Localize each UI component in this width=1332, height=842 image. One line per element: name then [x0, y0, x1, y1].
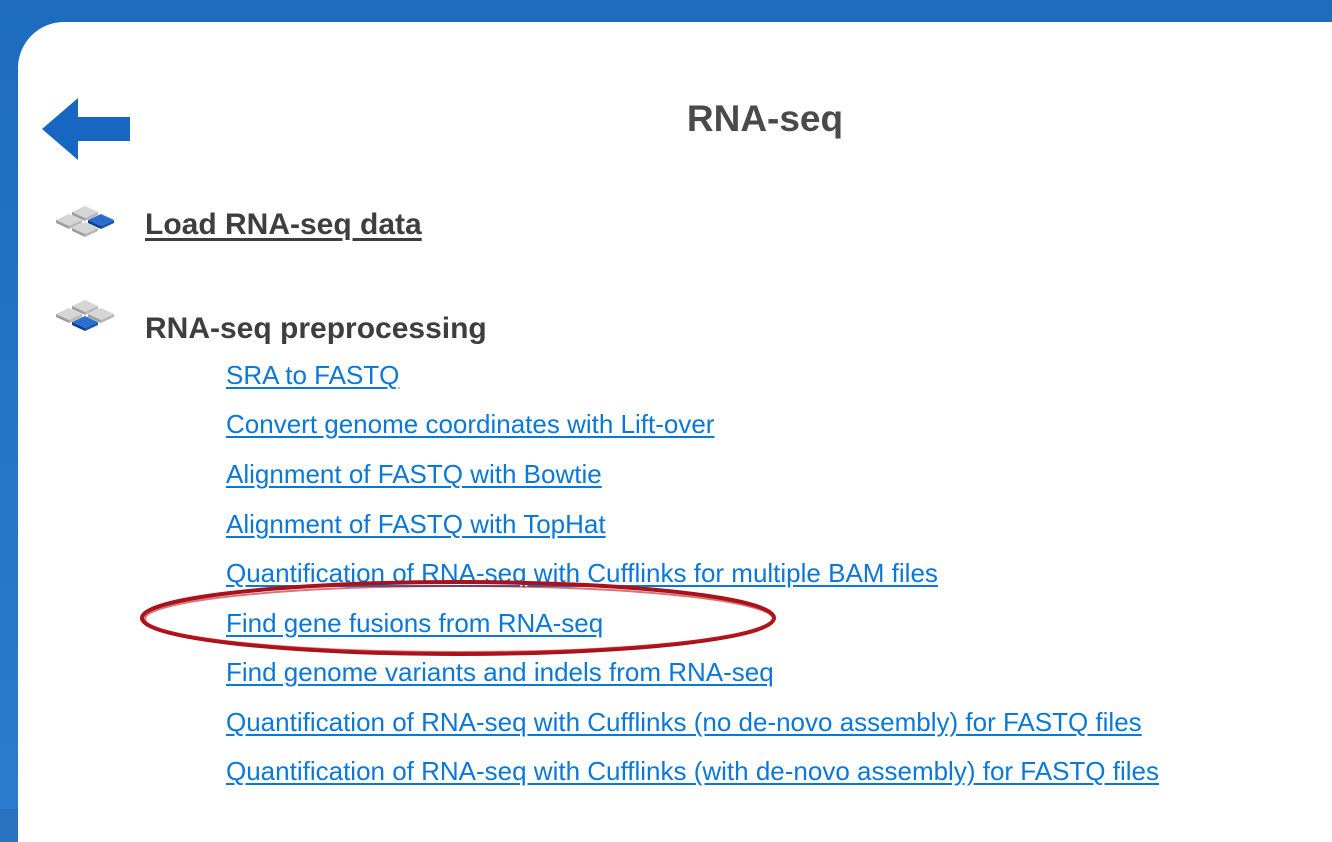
diamond-tiles-icon: [56, 300, 114, 331]
rnaseq-preprocessing-heading: RNA-seq preprocessing: [145, 312, 487, 345]
page-title: RNA-seq: [686, 98, 844, 139]
load-rnaseq-data-link[interactable]: Load RNA-seq data: [145, 208, 422, 241]
tool-link-cufflinks-fastq-no-denovo[interactable]: Quantification of RNA-seq with Cufflinks…: [226, 707, 1142, 737]
tool-link-tophat[interactable]: Alignment of FASTQ with TopHat: [226, 509, 606, 539]
back-button[interactable]: [42, 98, 132, 160]
left-arrow-icon: [42, 98, 130, 160]
diamond-tiles-icon: [56, 206, 114, 237]
tool-link-sra-to-fastq[interactable]: SRA to FASTQ: [226, 360, 400, 390]
content-panel: [18, 22, 1332, 842]
tool-link-genome-variants[interactable]: Find genome variants and indels from RNA…: [226, 657, 774, 687]
tool-link-gene-fusions[interactable]: Find gene fusions from RNA-seq: [226, 608, 604, 638]
tool-link-bowtie[interactable]: Alignment of FASTQ with Bowtie: [226, 459, 602, 489]
tool-link-cufflinks-bam[interactable]: Quantification of RNA-seq with Cufflinks…: [226, 558, 938, 588]
tool-link-cufflinks-fastq-denovo[interactable]: Quantification of RNA-seq with Cufflinks…: [226, 756, 1159, 786]
tool-link-liftover[interactable]: Convert genome coordinates with Lift-ove…: [226, 409, 715, 439]
